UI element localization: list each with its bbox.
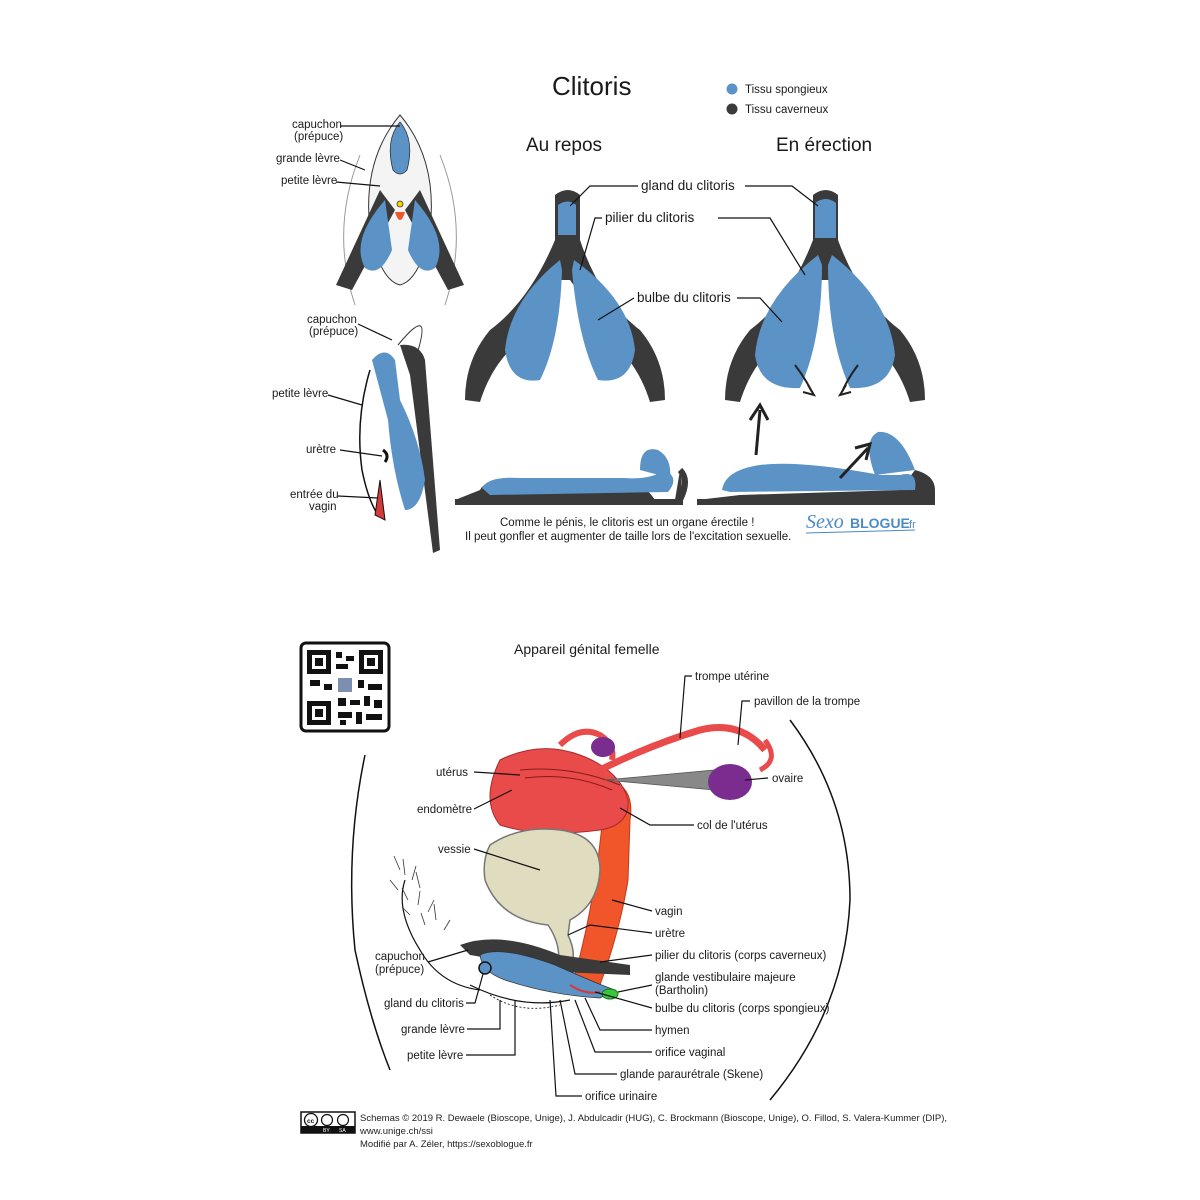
front-labia-minora-label: petite lèvre bbox=[281, 175, 337, 187]
clit-bulb-label: bulbe du clitoris (corps spongieux) bbox=[655, 1003, 830, 1015]
genital-labia-minora-label: petite lèvre bbox=[407, 1050, 463, 1062]
bulb-label: bulbe du clitoris bbox=[637, 290, 731, 305]
bartholin-label-line1: glande vestibulaire majeure bbox=[655, 972, 796, 984]
clit-pillar-label: pilier du clitoris (corps caverneux) bbox=[655, 950, 826, 962]
clitoris-erect-side bbox=[697, 402, 935, 505]
clitoris-rest-front bbox=[465, 190, 665, 402]
fallopian-tube-label: trompe utérine bbox=[695, 671, 769, 683]
legend-cavernous-label: Tissu caverneux bbox=[745, 104, 829, 116]
genital-title: Appareil génital femelle bbox=[514, 641, 660, 657]
credits-line1: Schemas © 2019 R. Dewaele (Bioscope, Uni… bbox=[360, 1113, 948, 1137]
endometrium-label: endomètre bbox=[417, 804, 472, 816]
urinary-orifice-label: orifice urinaire bbox=[585, 1091, 657, 1103]
clitoris-erect-front bbox=[725, 190, 925, 402]
skene-label: glande paraurétrale (Skene) bbox=[620, 1069, 763, 1081]
ovary-left bbox=[591, 737, 615, 757]
genital-gland-label: gland du clitoris bbox=[384, 998, 464, 1010]
front-labia-majora-label: grande lèvre bbox=[276, 153, 340, 165]
pillar-label: pilier du clitoris bbox=[605, 210, 695, 225]
vulva-side-view: capuchon (prépuce) petite lèvre urètre e… bbox=[272, 314, 440, 553]
caption-line2: Il peut gonfler et augmenter de taille l… bbox=[465, 531, 791, 543]
ovary-right bbox=[708, 764, 752, 800]
credits-line2: Modifié par A. Zéler, https://sexoblogue… bbox=[360, 1139, 533, 1150]
genital-hood-label-line1: capuchon bbox=[375, 951, 425, 963]
hymen-label: hymen bbox=[655, 1025, 690, 1037]
cc-by-sa-icon: cc BY SA bbox=[300, 1111, 356, 1134]
state-rest-heading: Au repos bbox=[526, 135, 602, 156]
pubic-hair bbox=[389, 855, 451, 931]
side-urethra-label: urètre bbox=[306, 444, 336, 456]
front-hood-label-line2: (prépuce) bbox=[294, 131, 343, 143]
vagina-label: vagin bbox=[655, 906, 683, 918]
qr-code-icon bbox=[299, 641, 391, 733]
vulva-front-view: capuchon (prépuce) grande lèvre petite l… bbox=[276, 114, 464, 306]
sa-badge-text: SA bbox=[339, 1128, 346, 1134]
legend-spongy-swatch bbox=[726, 83, 738, 95]
bartholin-label-line2: (Bartholin) bbox=[655, 985, 708, 997]
logo-part2: BLOGUE bbox=[850, 515, 910, 531]
sexoblogue-logo: Sexo BLOGUE .fr bbox=[805, 511, 916, 534]
side-vagina-label-line1: entrée du bbox=[290, 489, 339, 501]
credits: Schemas © 2019 R. Dewaele (Bioscope, Uni… bbox=[360, 1112, 960, 1151]
gland-label: gland du clitoris bbox=[641, 178, 735, 193]
side-vagina-label-line2: vagin bbox=[309, 501, 337, 513]
clitoris-rest-side bbox=[455, 449, 688, 505]
state-erect-heading: En érection bbox=[776, 135, 872, 156]
legend-cavernous-swatch bbox=[726, 103, 738, 115]
clitoris-title: Clitoris bbox=[552, 71, 631, 101]
side-hood-label-line2: (prépuce) bbox=[309, 326, 358, 338]
by-badge-text: BY bbox=[323, 1128, 330, 1134]
side-hood-label-line1: capuchon bbox=[307, 314, 357, 326]
infundibulum-label: pavillon de la trompe bbox=[754, 696, 860, 708]
uterus-label: utérus bbox=[436, 767, 468, 779]
legend-spongy-label: Tissu spongieux bbox=[745, 84, 828, 96]
front-hood-label-line1: capuchon bbox=[292, 119, 342, 131]
genital-panel: Appareil génital femelle bbox=[350, 641, 860, 1103]
logo-part3: .fr bbox=[906, 519, 916, 531]
urethra-label: urètre bbox=[655, 928, 685, 940]
logo-part1: Sexo bbox=[806, 511, 844, 533]
clitoris-panel: Clitoris Tissu spongieux Tissu caverneux… bbox=[272, 71, 935, 553]
cervix-label: col de l'utérus bbox=[697, 820, 768, 832]
genital-labia-majora-label: grande lèvre bbox=[401, 1024, 465, 1036]
tissue-legend: Tissu spongieux Tissu caverneux bbox=[726, 83, 829, 116]
cc-badge-text: cc bbox=[307, 1118, 315, 1125]
bladder-label: vessie bbox=[438, 844, 471, 856]
caption-line1: Comme le pénis, le clitoris est un organ… bbox=[500, 517, 754, 529]
genital-hood-label-line2: (prépuce) bbox=[375, 964, 424, 976]
side-labia-minora-label: petite lèvre bbox=[272, 388, 328, 400]
vaginal-orifice-label: orifice vaginal bbox=[655, 1047, 725, 1059]
ovary-label: ovaire bbox=[772, 773, 803, 785]
